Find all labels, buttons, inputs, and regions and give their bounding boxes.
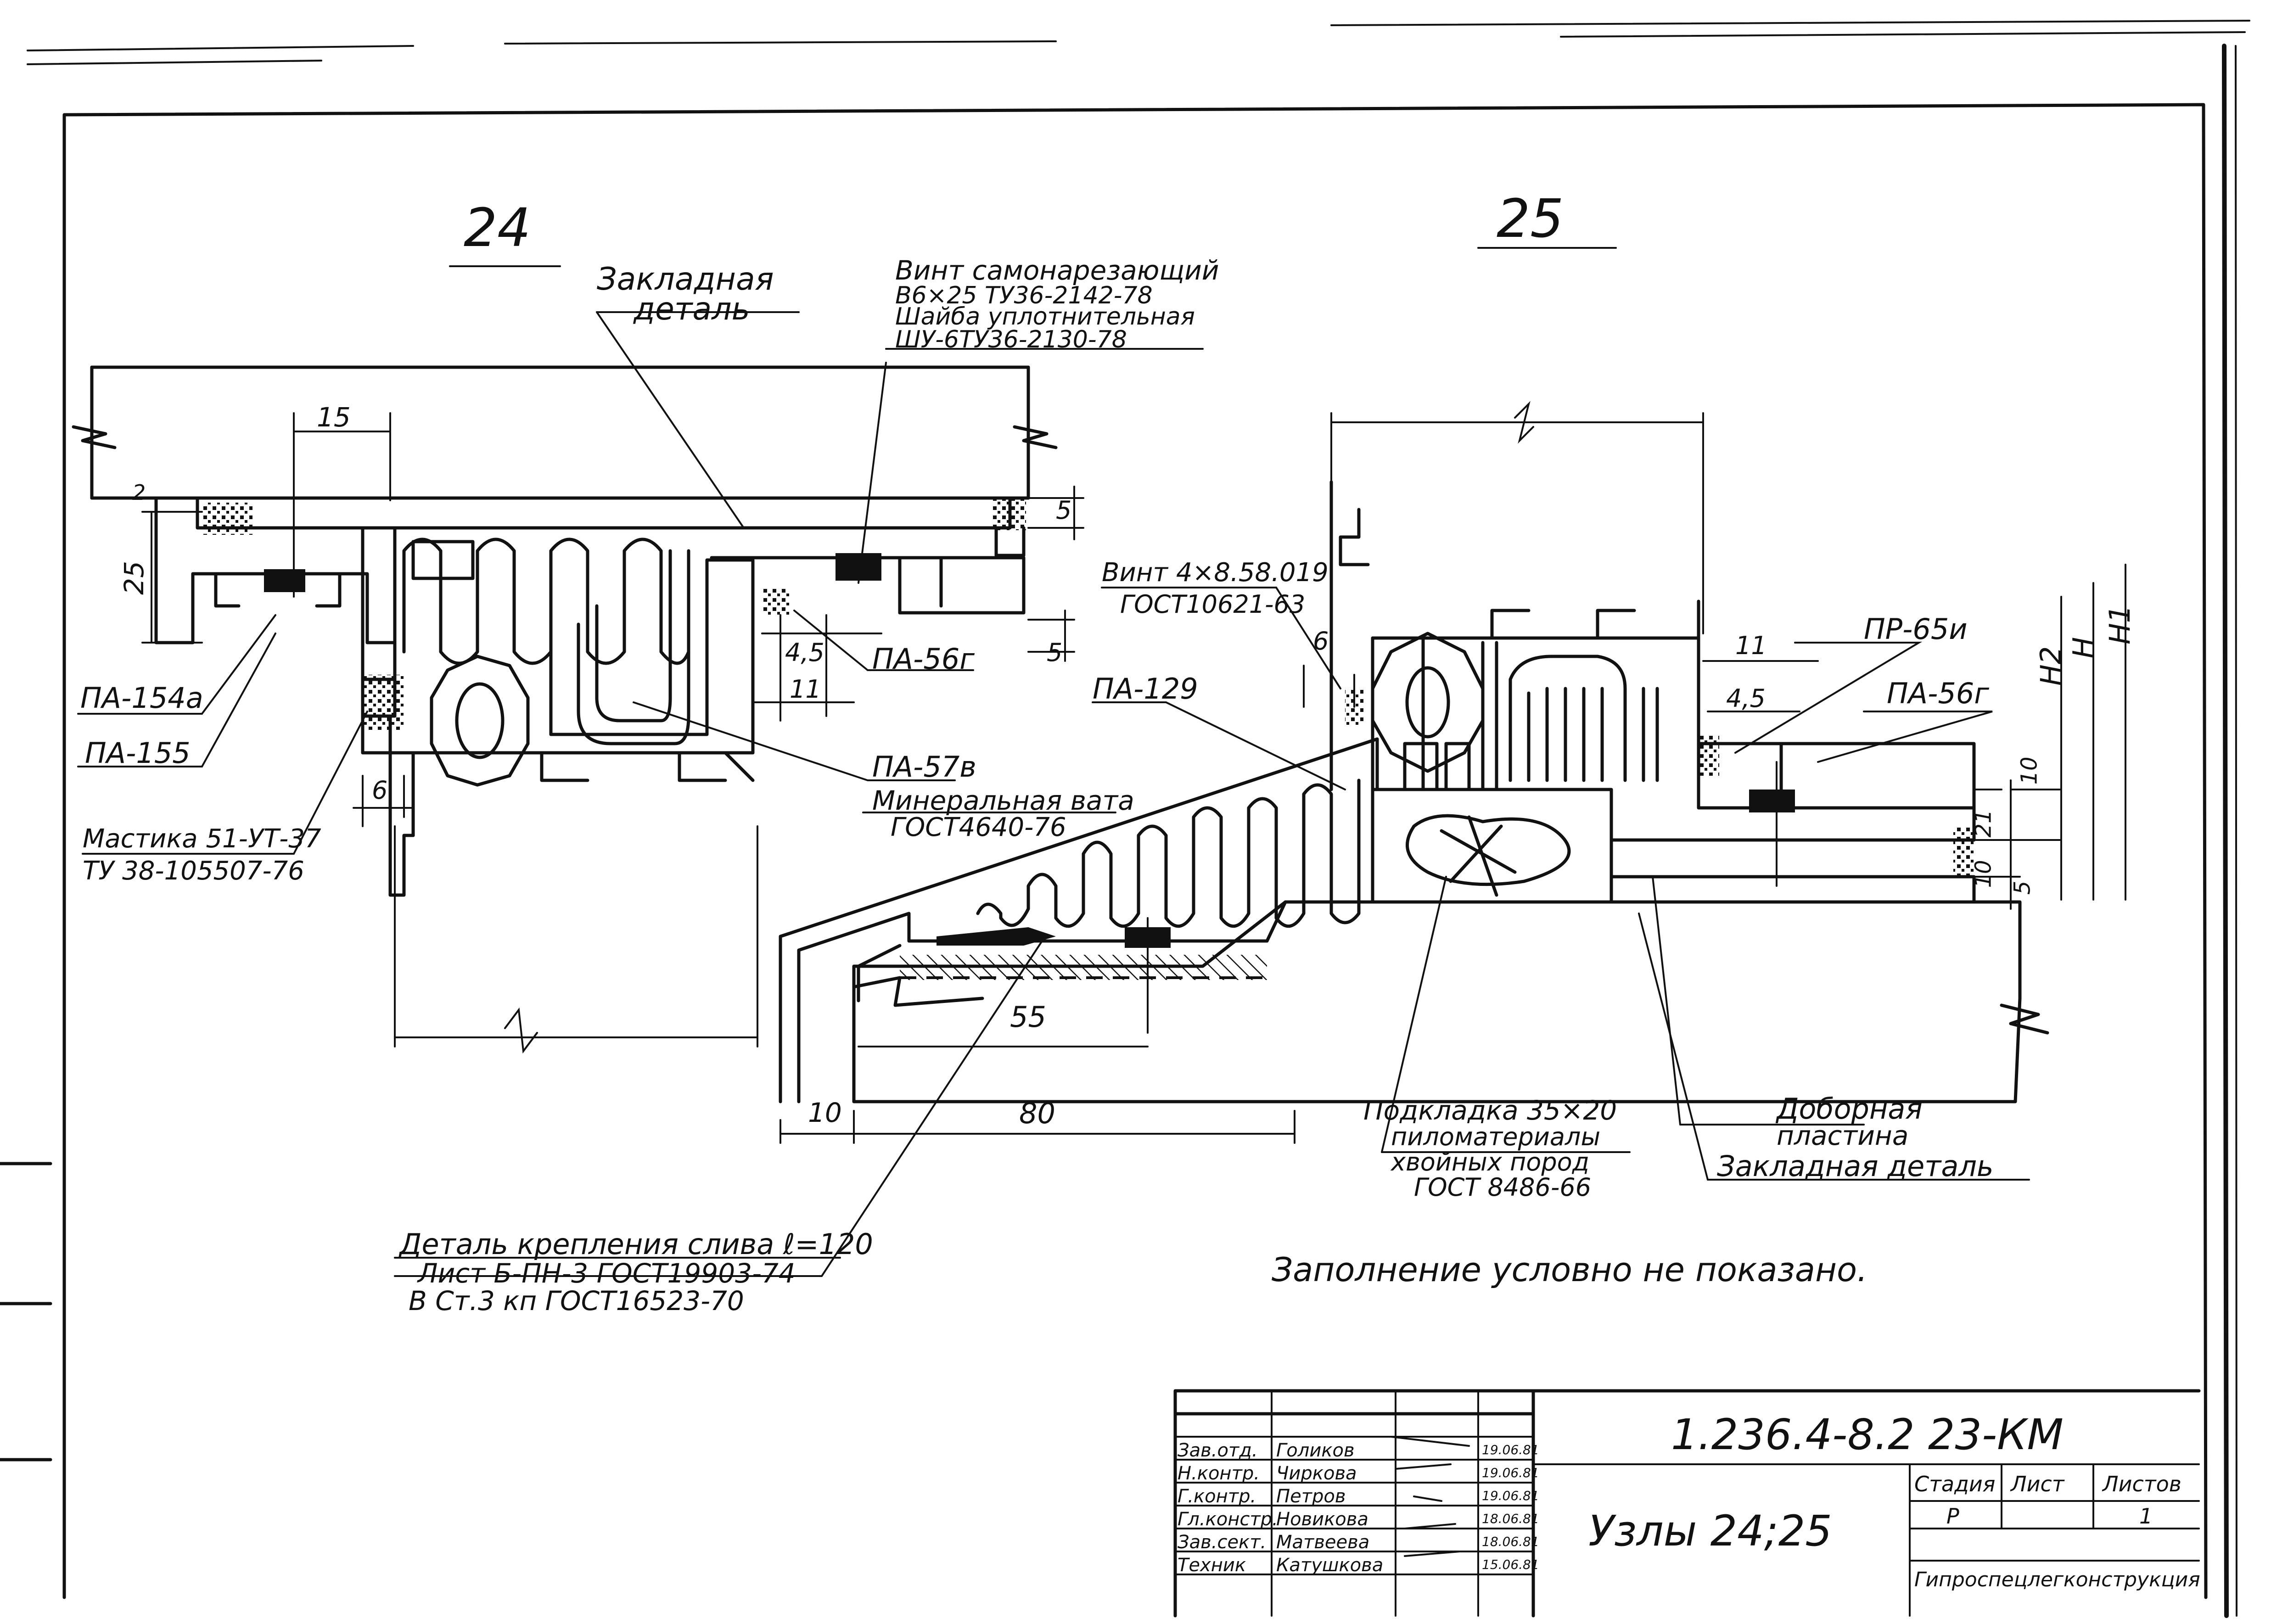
tb-role-0: Зав.отд. [1178,1440,1258,1461]
screw4-label-2: ГОСТ10621-63 [1120,590,1306,619]
screw-label-3: Шайба уплотнительная [895,303,1195,330]
dim-15-line [293,412,391,598]
dim-5b: 5 [1047,638,1063,667]
dim-6a: 6 [372,776,388,805]
dim-6b: 6 [1313,627,1329,655]
dim-11b: 11 [1735,631,1767,660]
embedded-part-label-2: деталь [634,291,750,327]
mastic-label-1: Мастика 51-УТ-37 [83,824,321,854]
tb-name-2: Петров [1276,1486,1346,1507]
dim-4-5b: 4,5 [1726,684,1766,713]
pa129-label: ПА-129 [1093,672,1198,706]
tb-name-5: Катушкова [1276,1555,1384,1576]
detail-25-label: 25 [1497,188,1564,250]
dim-25: 25 [118,561,150,595]
pad-label-4: ГОСТ 8486-66 [1414,1173,1592,1202]
note-not-shown: Заполнение условно не показано. [1272,1250,1867,1289]
pa154-label: ПА-154а [80,681,203,715]
organization: Гипроспецлегконструкция [1914,1568,2200,1591]
mastic-label-2: ТУ 38-105507-76 [83,856,304,886]
tb-name-0: Голиков [1276,1440,1355,1461]
embedded-part-label-1: Закладная [597,261,774,297]
dim-2: 2 [132,480,146,505]
screw-label-1: Винт самонарезающий [895,255,1219,286]
detail-24 [72,265,1204,1054]
stage-header: Стадия [1914,1472,1996,1496]
fixing-part-label-3: В Ст.3 кп ГОСТ16523-70 [409,1285,744,1316]
tb-role-4: Зав.сект. [1178,1532,1267,1553]
dim-80: 80 [1019,1097,1055,1130]
stage-value: Р [1946,1504,1959,1529]
dim-10b: 10 [2016,756,2042,785]
tb-role-5: Техник [1178,1555,1246,1576]
mineral-wool-label-1: Минеральная вата [872,785,1134,816]
fixing-part-label-1: Деталь крепления слива ℓ=120 [399,1227,873,1261]
tb-date-5: 15.06.81 [1482,1557,1539,1572]
dim-15: 15 [317,402,351,433]
sheets-header: Листов [2103,1472,2181,1496]
pa155-label: ПА-155 [85,736,191,770]
scan-edge-marks [0,20,2250,1618]
mineral-wool-label-2: ГОСТ4640-76 [891,812,1066,842]
dim-10a: 10 [808,1097,842,1128]
sheet-title: Узлы 24;25 [1588,1506,1832,1556]
tb-name-1: Чиркова [1276,1463,1357,1484]
dim-5a: 5 [1056,496,1072,525]
sheet-header: Лист [2011,1472,2064,1496]
extra-plate-label-2: пластина [1777,1120,1909,1151]
dim-11a: 11 [790,675,821,704]
dim-4-5a: 4,5 [785,638,824,667]
pa57-label: ПА-57в [872,750,976,784]
dim-h: H [2066,637,2100,659]
tb-role-2: Г.контр. [1178,1486,1256,1507]
screw-label-4: ШУ-6ТУ36-2130-78 [895,326,1127,353]
dim-5c: 5 [2009,880,2036,895]
tb-role-3: Гл.констр. [1178,1509,1278,1530]
pr65-label: ПР-65и [1864,612,1968,646]
dim-h1: H1 [2103,605,2137,645]
dim-55: 55 [1010,1000,1046,1034]
tb-name-3: Новикова [1276,1509,1368,1530]
tb-date-4: 18.06.81 [1482,1534,1539,1549]
tb-role-1: Н.контр. [1178,1463,1260,1484]
screw4-label-1: Винт 4×8.58.019 [1102,558,1329,588]
dim-10c: 10 [1970,860,1996,888]
detail-24-label: 24 [464,197,531,259]
pad-label-3: хвойных пород [1391,1148,1589,1176]
fixing-part-label-2: Лист Б-ПН-3 ГОСТ19903-74 [418,1258,796,1289]
doc-code: 1.236.4-8.2 23-КМ [1671,1410,2064,1459]
pad-label-2: пиломатериалы [1391,1122,1601,1151]
title-block [1173,1389,2201,1618]
extra-plate-label-1: Доборная [1777,1092,1923,1126]
pa56-left-label: ПА-56г [872,642,975,676]
tb-date-3: 18.06.81 [1482,1511,1539,1526]
embedded-part-25-label: Закладная деталь [1717,1149,1994,1183]
screw-label-2: В6×25 ТУ36-2142-78 [895,282,1153,309]
tb-date-1: 19.06.81 [1482,1465,1539,1480]
tb-name-4: Матвеева [1276,1532,1370,1553]
dim-h2: H2 [2034,646,2068,686]
tb-date-0: 19.06.81 [1482,1442,1539,1457]
dim-21: 21 [1970,809,1996,838]
pa56-right-label: ПА-56г [1887,677,1989,710]
detail-25 [394,247,2126,1277]
pad-label-1: Подкладка 35×20 [1363,1095,1617,1126]
tb-date-2: 19.06.81 [1482,1488,1539,1503]
sheets-value: 1 [2139,1504,2153,1529]
sheet-frame [62,103,2208,1599]
